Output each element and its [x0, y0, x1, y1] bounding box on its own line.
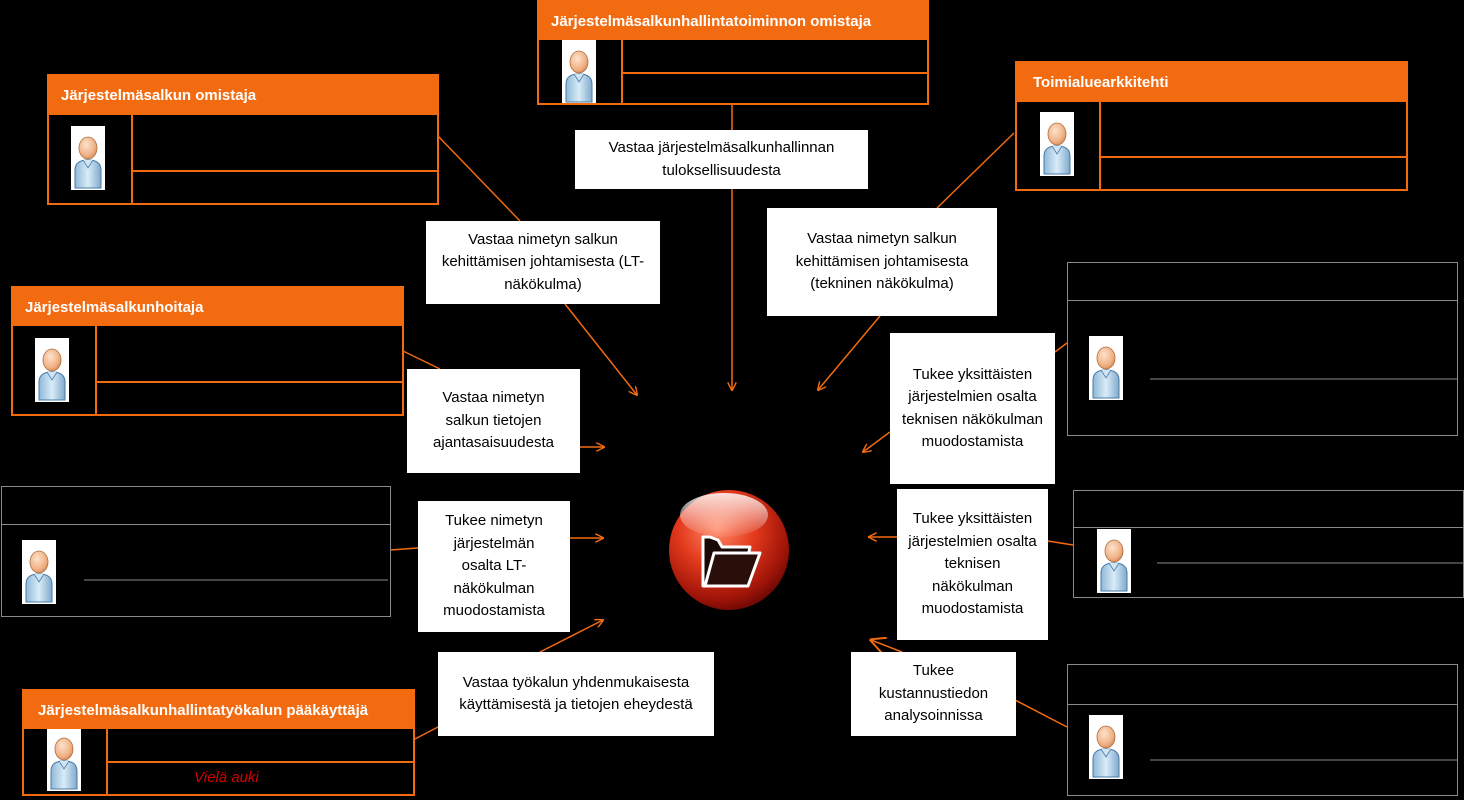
role-title — [1068, 665, 1457, 705]
photo-cell — [49, 113, 133, 203]
photo-cell — [24, 727, 108, 794]
photo-cell — [1017, 100, 1101, 189]
label-text: Vastaa nimetyn salkun tietojen ajantasai… — [433, 389, 554, 452]
role-box-portfolio-manager: Järjestelmäsalkunhoitaja — [11, 286, 404, 416]
connector-portfolio-owner — [437, 135, 521, 222]
connector-support-tech-1 — [863, 431, 891, 452]
role-box-unnamed-right-3 — [1067, 664, 1458, 796]
label-cost-analysis: Tukee kustannustiedon analysoinnissa — [851, 652, 1016, 736]
role-title — [2, 487, 390, 525]
role-field — [97, 381, 402, 414]
photo-cell — [13, 324, 97, 414]
role-box-tool-admin: Järjestelmäsalkunhallintatyökalun pääkäy… — [22, 689, 415, 796]
label-text: Tukee kustannustiedon analysoinnissa — [878, 662, 989, 725]
label-lead-it: Vastaa nimetyn salkun kehittämisen johta… — [426, 221, 660, 304]
role-box-domain-architect: Toimialuearkkitehti — [1015, 61, 1408, 191]
role-title: Järjestelmäsalkunhallintatyökalun pääkäy… — [24, 691, 413, 729]
connector-unnamed-right-2 — [1047, 540, 1074, 546]
connector-tool-consistency — [539, 620, 603, 653]
label-text: Vastaa järjestelmäsalkunhallinnan tuloks… — [608, 139, 835, 179]
label-tool-consistency: Vastaa työkalun yhdenmukaisesta käyttämi… — [438, 652, 714, 736]
label-management-results: Vastaa järjestelmäsalkunhallinnan tuloks… — [575, 130, 868, 189]
connector-cost-analysis — [871, 640, 903, 653]
role-box-portfolio-management-owner: Järjestelmäsalkunhallintatoiminnon omist… — [537, 0, 929, 105]
label-text: Vastaa työkalun yhdenmukaisesta käyttämi… — [459, 673, 693, 714]
role-title: Järjestelmäsalkunhallintatoiminnon omist… — [539, 2, 927, 40]
label-text: Tukee yksittäisten järjestelmien osalta … — [902, 365, 1043, 451]
label-support-it-view: Tukee nimetyn järjestelmän osalta LT-näk… — [418, 501, 570, 632]
open-status-note: Vielä auki — [194, 769, 259, 786]
role-title: Järjestelmäsalkunhoitaja — [13, 288, 402, 326]
connector-lead-it — [564, 303, 637, 395]
label-text: Vastaa nimetyn salkun kehittämisen johta… — [795, 230, 969, 293]
label-text: Tukee nimetyn järjestelmän osalta LT-näk… — [443, 512, 545, 620]
role-box-unnamed-right-1 — [1067, 262, 1458, 436]
connector-lead-technical — [818, 315, 881, 390]
connector-unnamed-right-3 — [1014, 699, 1068, 728]
label-support-tech-2: Tukee yksittäisten järjestelmien osalta … — [897, 489, 1048, 640]
role-title — [1074, 491, 1463, 528]
role-field — [623, 72, 927, 103]
connector-unnamed-left — [389, 547, 419, 551]
connector-tool-admin — [412, 726, 439, 741]
connector-domain-architect — [936, 132, 1015, 209]
label-data-currency: Vastaa nimetyn salkun tietojen ajantasai… — [407, 369, 580, 473]
role-box-unnamed-left — [1, 486, 391, 617]
label-text: Tukee yksittäisten järjestelmien osalta … — [908, 510, 1037, 618]
role-field — [133, 170, 437, 203]
photo-cell — [539, 38, 623, 103]
role-box-portfolio-owner: Järjestelmäsalkun omistaja — [47, 74, 439, 205]
role-field — [108, 761, 413, 794]
role-title: Järjestelmäsalkun omistaja — [49, 76, 437, 115]
role-box-unnamed-right-2 — [1073, 490, 1464, 598]
label-text: Vastaa nimetyn salkun kehittämisen johta… — [441, 230, 645, 293]
label-support-tech-1: Tukee yksittäisten järjestelmien osalta … — [890, 333, 1055, 484]
label-lead-technical: Vastaa nimetyn salkun kehittämisen johta… — [767, 208, 997, 316]
role-title — [1068, 263, 1457, 301]
connector-unnamed-right-1 — [1054, 342, 1068, 353]
role-field — [1101, 156, 1406, 189]
portfolio-folder-icon — [669, 490, 789, 610]
connector-portfolio-manager — [402, 350, 441, 370]
role-title: Toimialuearkkitehti — [1017, 63, 1406, 102]
